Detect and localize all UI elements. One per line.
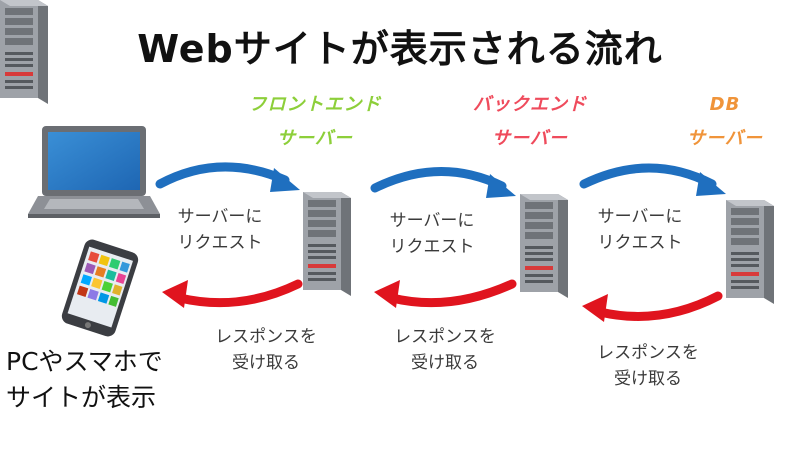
client-caption: PCやスマホで サイトが表示	[6, 344, 196, 416]
request-label-1-line2: リクエスト	[177, 233, 263, 253]
frontend-server-icon	[303, 192, 351, 296]
request-arrow-2	[370, 167, 516, 198]
response-label-1: レスポンスを 受け取る	[196, 324, 336, 376]
frontend-server-label-line1: フロントエンド	[248, 94, 382, 115]
frontend-server-label: フロントエンド サーバー	[230, 88, 400, 156]
request-label-1: サーバーに リクエスト	[160, 204, 280, 256]
request-label-3: サーバーに リクエスト	[580, 204, 700, 256]
request-label-2-line2: リクエスト	[389, 237, 475, 257]
request-arrow-1	[155, 162, 300, 192]
response-label-1-line2: 受け取る	[232, 353, 300, 373]
request-label-1-line1: サーバーに	[177, 207, 263, 227]
request-arrow-3	[579, 163, 726, 196]
response-label-2-line1: レスポンスを	[394, 327, 496, 347]
db-server-icon	[726, 200, 774, 304]
db-server-label-line2: サーバー	[687, 128, 763, 149]
response-arrow-1	[162, 279, 303, 308]
response-label-2-line2: 受け取る	[411, 353, 479, 373]
request-label-2: サーバーに リクエスト	[372, 208, 492, 260]
backend-server-label: バックエンド サーバー	[455, 88, 605, 156]
backend-server-icon	[520, 194, 568, 298]
backend-server-label-line1: バックエンド	[473, 94, 587, 115]
request-label-3-line1: サーバーに	[597, 207, 683, 227]
response-arrow-2	[374, 279, 517, 308]
request-label-3-line2: リクエスト	[597, 233, 683, 253]
response-label-2: レスポンスを 受け取る	[375, 324, 515, 376]
client-caption-line2: サイトが表示	[6, 383, 157, 412]
response-label-1-line1: レスポンスを	[215, 327, 317, 347]
response-arrow-3	[582, 291, 723, 322]
frontend-server-label-line2: サーバー	[277, 128, 353, 149]
backend-server-label-line2: サーバー	[492, 128, 568, 149]
response-label-3-line1: レスポンスを	[597, 343, 699, 363]
request-label-2-line1: サーバーに	[389, 211, 475, 231]
db-server-label: DB サーバー	[665, 88, 785, 156]
response-label-3-line2: 受け取る	[614, 369, 682, 389]
client-caption-line1: PCやスマホで	[6, 347, 163, 376]
response-label-3: レスポンスを 受け取る	[578, 340, 718, 392]
page-title: Webサイトが表示される流れ	[137, 27, 663, 71]
db-server-label-line1: DB	[709, 94, 741, 115]
laptop-icon	[28, 126, 160, 218]
smartphone-icon	[61, 239, 139, 337]
server-icon	[0, 0, 48, 104]
